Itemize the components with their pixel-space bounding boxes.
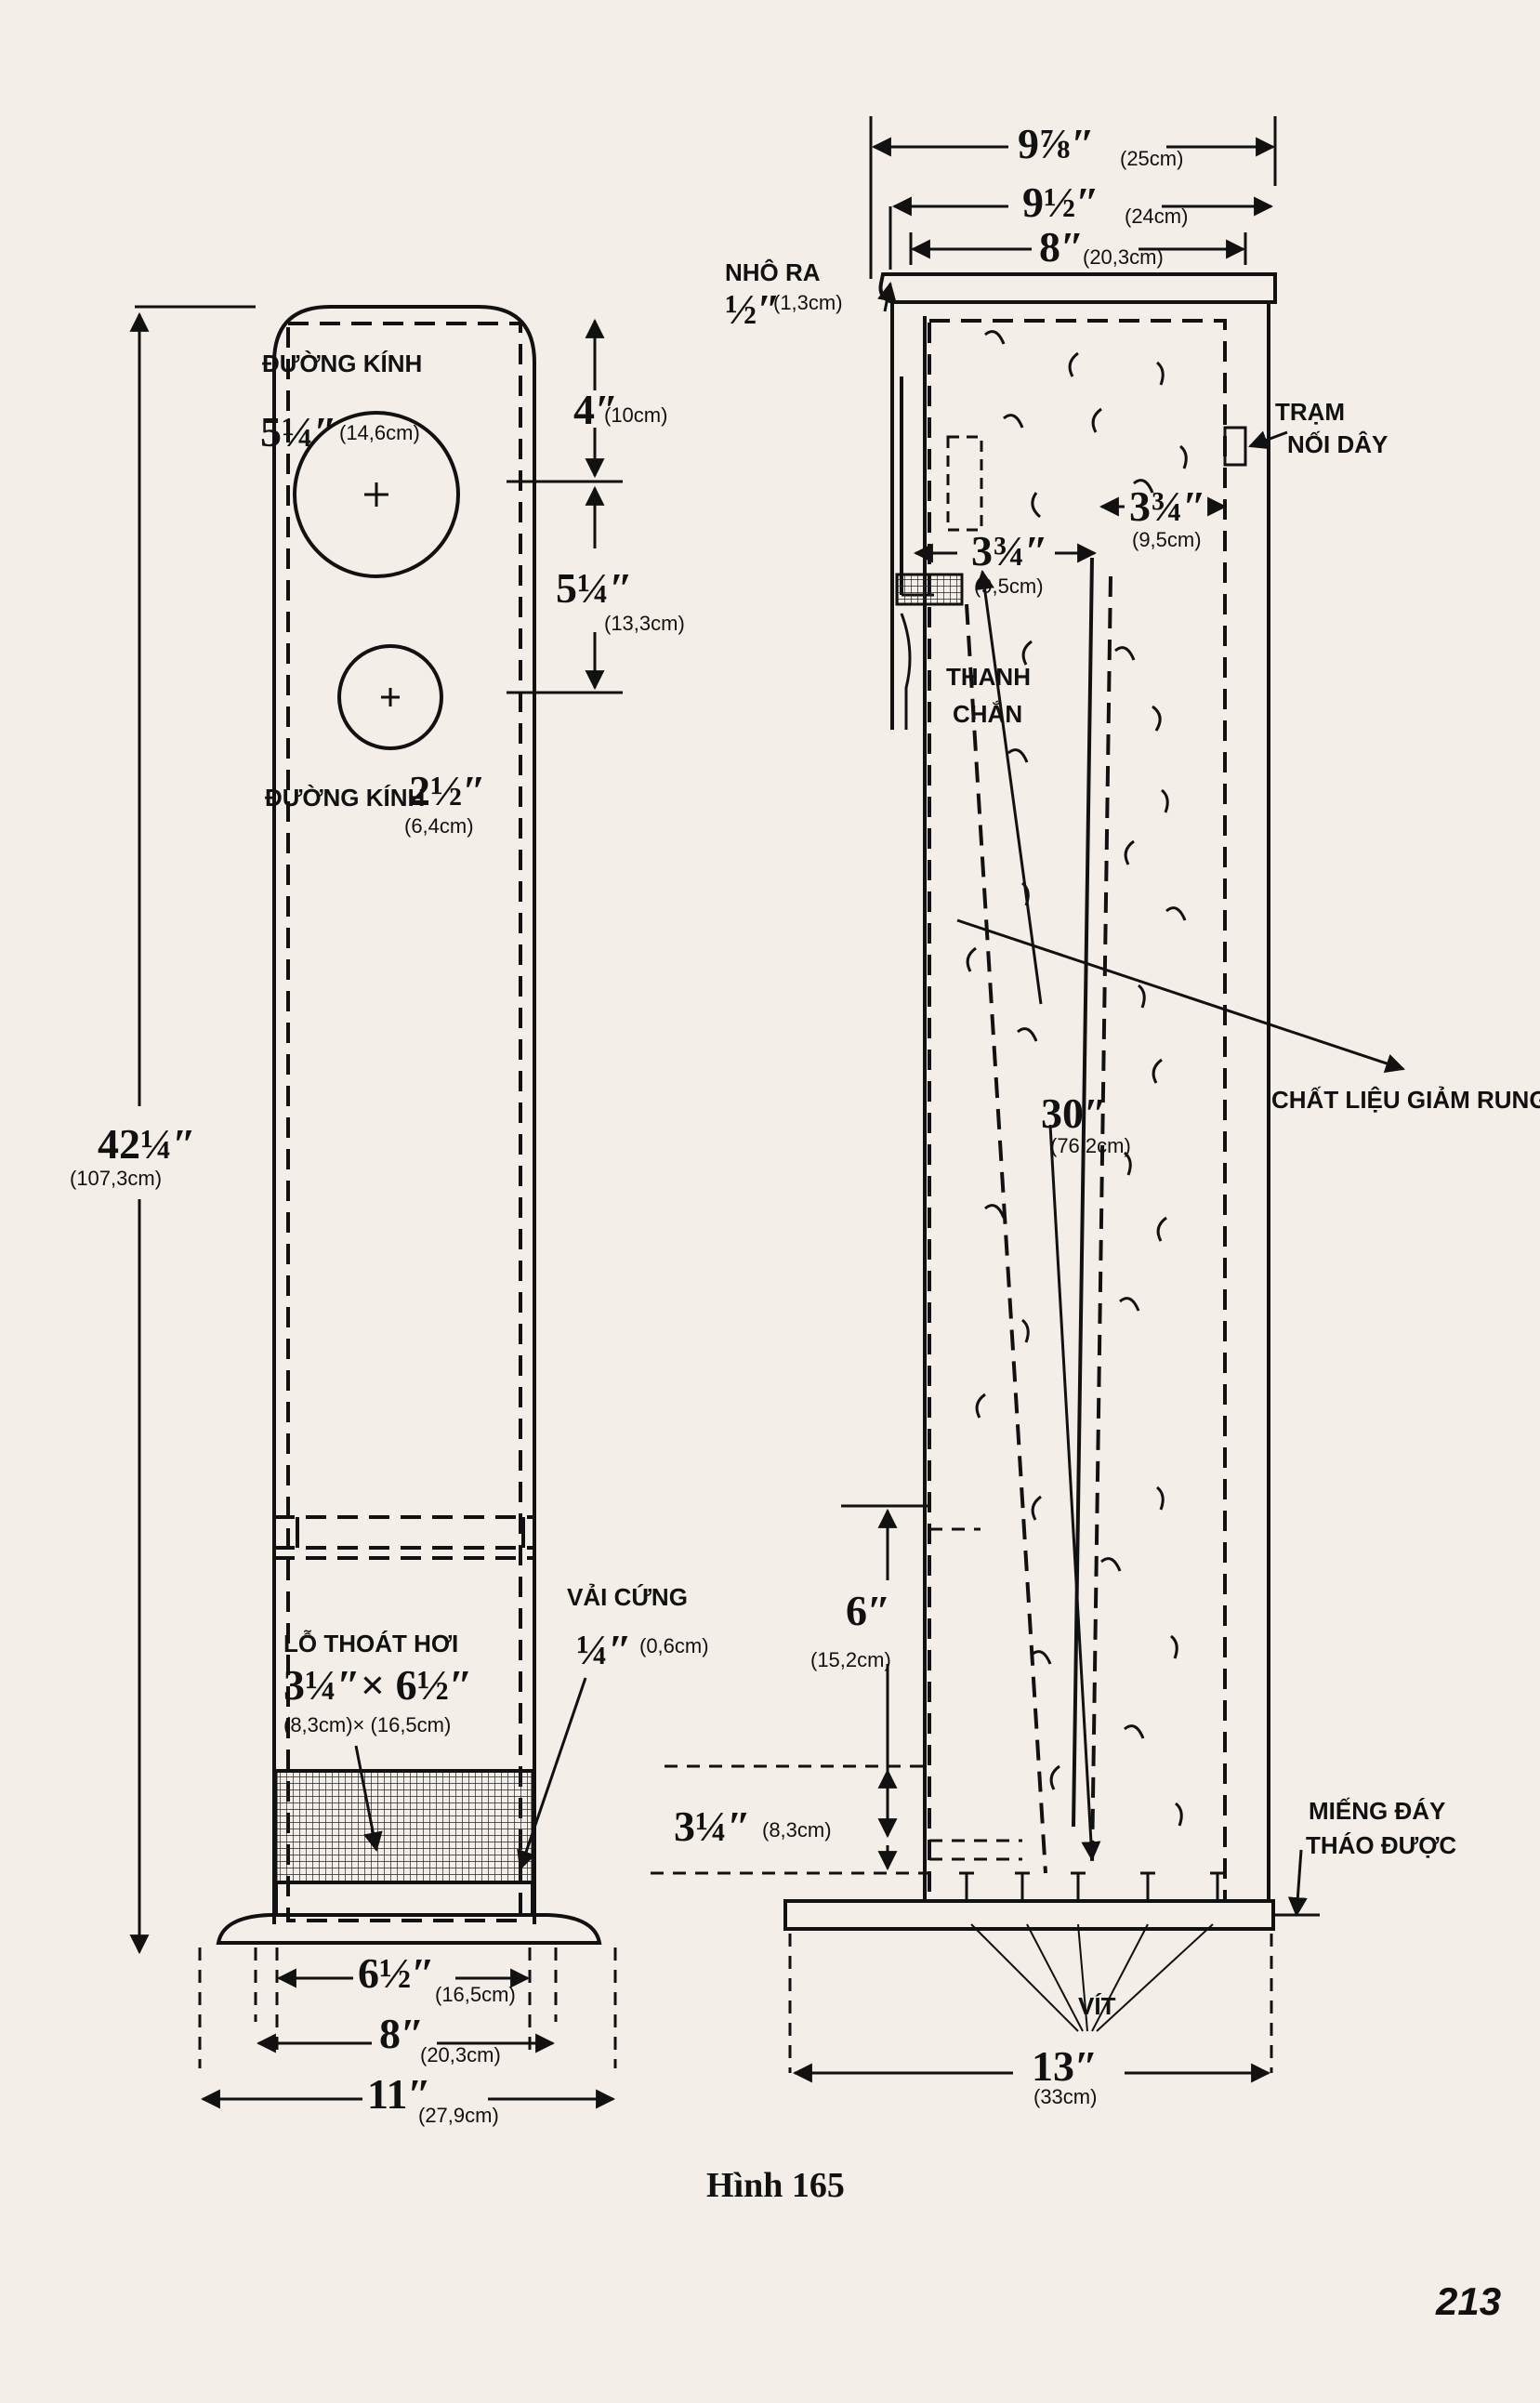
base-width-dim: 13″ bbox=[1032, 2042, 1099, 2090]
baffle-right-dim-metric: (9,5cm) bbox=[1132, 528, 1202, 551]
front-inner-outline bbox=[286, 322, 522, 1922]
vent-height-dim-metric: (15,2cm) bbox=[810, 1648, 891, 1671]
tweeter-size-label: 2½″ bbox=[409, 767, 486, 814]
brace-block bbox=[895, 573, 964, 606]
driver-spacing-dim: 5¼″ bbox=[556, 564, 633, 612]
bottom-gap-dim: 3¼″ bbox=[674, 1802, 751, 1850]
brace-label-line1: THANH bbox=[946, 663, 1031, 691]
base-inner-dim-metric: (16,5cm) bbox=[435, 1983, 516, 2006]
driver-spacing-dim-metric: (13,3cm) bbox=[604, 612, 685, 635]
woofer-size-label: 5¼″ bbox=[260, 408, 337, 456]
side-top-dim-2: 9½″ bbox=[1022, 178, 1099, 226]
screws bbox=[959, 1871, 1225, 1901]
side-top-dim-1-metric: (25cm) bbox=[1120, 147, 1184, 170]
base-inner-dim: 6½″ bbox=[358, 1949, 435, 1997]
cabinet-height-dim: 42¼″ bbox=[98, 1120, 196, 1168]
side-top-dim-1: 9⅞″ bbox=[1018, 120, 1095, 167]
lip-size-metric: (1,3cm) bbox=[773, 291, 843, 314]
bottom-gap-dim-metric: (8,3cm) bbox=[762, 1818, 832, 1842]
side-top-dim-3: 8″ bbox=[1039, 223, 1085, 271]
side-base bbox=[783, 1899, 1275, 1931]
front-cabinet-outline bbox=[272, 305, 536, 1924]
terminal-label-line1: TRẠM bbox=[1275, 398, 1346, 426]
front-base bbox=[216, 1913, 602, 1945]
woofer-cutout bbox=[293, 411, 460, 578]
cloth-label: VẢI CỨNG bbox=[567, 1583, 688, 1611]
side-top-dim-2-metric: (24cm) bbox=[1125, 205, 1189, 228]
line-length-dim: 30″ bbox=[1041, 1089, 1108, 1137]
terminal-plate bbox=[1223, 426, 1247, 467]
baffle-left-dim: 3¾″ bbox=[971, 527, 1048, 574]
brace-label-line2: CHẮN bbox=[953, 700, 1023, 728]
vent-label: LỖ THOÁT HƠI bbox=[283, 1630, 459, 1657]
screws-label: VÍT bbox=[1078, 1992, 1116, 2020]
vent-size-label: 3¼″× 6½″ bbox=[283, 1661, 473, 1709]
removable-label-line2: THÁO ĐƯỢC bbox=[1306, 1831, 1457, 1859]
line-length-dim-metric: (76,2cm) bbox=[1050, 1134, 1131, 1157]
woofer-size-metric: (14,6cm) bbox=[339, 421, 420, 444]
lip-label: NHÔ RA bbox=[725, 258, 821, 286]
base-width-dim-metric: (33cm) bbox=[1033, 2085, 1098, 2108]
base-outer-dim: 11″ bbox=[367, 2070, 431, 2118]
page-number: 213 bbox=[1436, 2279, 1502, 2323]
figure-caption: Hình 165 bbox=[706, 2166, 845, 2205]
woofer-diameter-label: ĐƯỜNG KÍNH bbox=[262, 350, 423, 377]
base-mid-dim-metric: (20,3cm) bbox=[420, 2043, 501, 2066]
cloth-size-label: ¼″ bbox=[576, 1626, 632, 1673]
cloth-size-metric: (0,6cm) bbox=[639, 1634, 709, 1657]
removable-label-line1: MIẾNG ĐÁY bbox=[1309, 1797, 1446, 1825]
tweeter-cutout bbox=[337, 644, 443, 750]
side-top-lip bbox=[878, 272, 1277, 304]
damping-label: CHẤT LIỆU GIẢM RUNG bbox=[1271, 1086, 1540, 1114]
lip-size-label: ½″ bbox=[725, 285, 781, 333]
vent-grille bbox=[274, 1769, 534, 1884]
top-offset-dim: 4″ bbox=[573, 386, 619, 433]
vent-height-dim: 6″ bbox=[846, 1587, 891, 1634]
cabinet-height-dim-metric: (107,3cm) bbox=[70, 1167, 163, 1190]
tweeter-size-metric: (6,4cm) bbox=[404, 814, 474, 838]
terminal-label-line2: NỐI DÂY bbox=[1287, 430, 1389, 458]
tweeter-diameter-label: ĐƯỜNG KÍNH bbox=[265, 784, 426, 812]
base-outer-dim-metric: (27,9cm) bbox=[418, 2104, 499, 2127]
base-mid-dim: 8″ bbox=[379, 2010, 425, 2057]
vent-size-metric: (8,3cm)× (16,5cm) bbox=[283, 1713, 452, 1736]
baffle-right-dim: 3¾″ bbox=[1129, 482, 1206, 530]
top-offset-dim-metric: (10cm) bbox=[604, 403, 668, 427]
baffle-left-dim-metric: (9,5cm) bbox=[974, 574, 1044, 598]
transmission-line-left bbox=[965, 603, 1047, 1874]
side-top-dim-3-metric: (20,3cm) bbox=[1083, 245, 1164, 269]
